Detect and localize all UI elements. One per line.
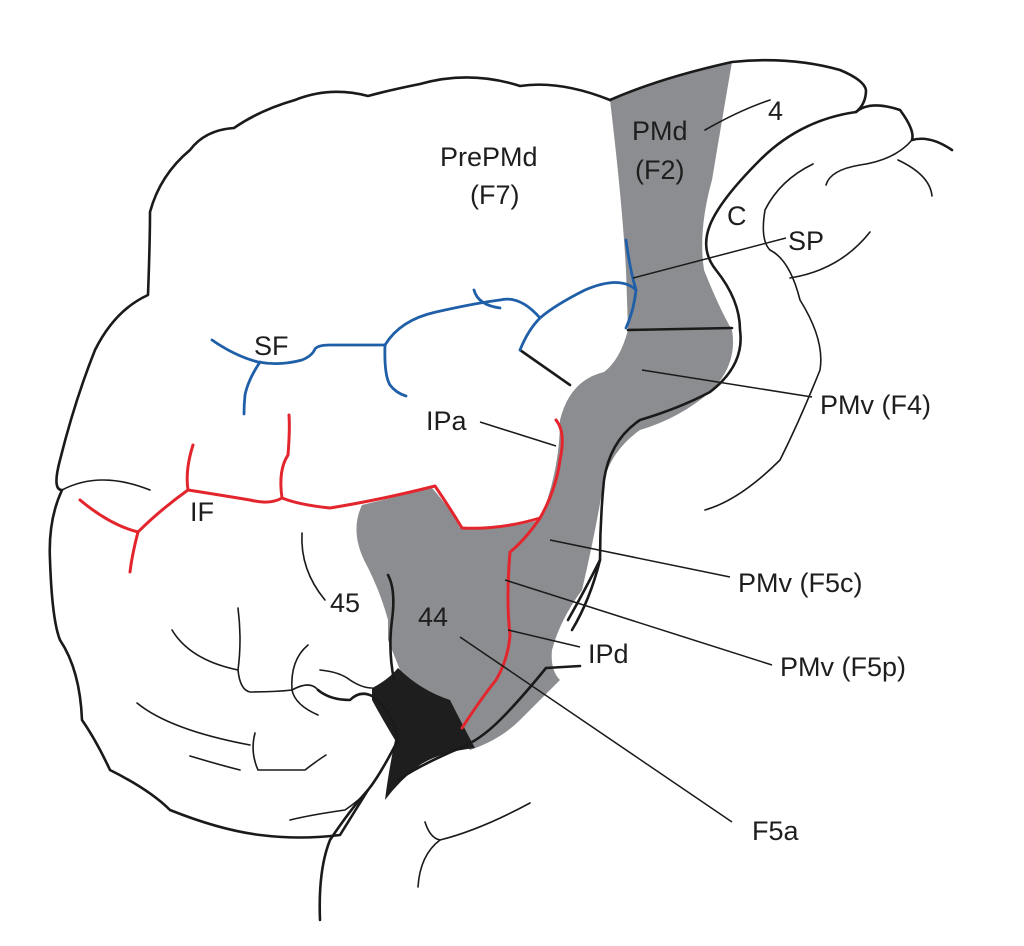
arcuate-connector: [518, 348, 572, 387]
sf-branch-4: [518, 316, 542, 352]
label-pmd: PMd: [632, 116, 688, 146]
if-branch-3: [279, 413, 291, 500]
region-black-junction: [372, 668, 475, 800]
arcuate-spur-line: [626, 326, 734, 332]
label-ipd: IPd: [588, 639, 629, 669]
posterior-gyrus-3: [897, 159, 933, 197]
leader-pmv-f4: [641, 369, 813, 398]
label-area-4: 4: [768, 96, 783, 126]
label-prepmd-f7: (F7): [470, 180, 520, 210]
leader-ipd: [507, 629, 581, 648]
central-sulcus[interactable]: [566, 110, 858, 622]
ipd-spur: [544, 664, 582, 670]
posterior-gyrus-1: [854, 104, 954, 152]
sf-branch-3: [472, 288, 502, 310]
sulcus-ventral-7: [189, 755, 241, 771]
sf-branch-5: [624, 238, 638, 292]
label-f5a: F5a: [752, 816, 800, 846]
sulcus-45: [301, 532, 326, 601]
leader-f5a: [459, 636, 733, 823]
label-pmv-f5p: PMv (F5p): [780, 652, 906, 682]
label-if: IF: [190, 497, 214, 527]
label-prepmd: PrePMd: [440, 142, 538, 172]
if-branch-1: [78, 498, 140, 574]
brain-outline-top-motor: [608, 58, 868, 114]
leader-pmv-f5c: [549, 539, 731, 578]
label-pmd-f2: (F2): [635, 155, 685, 185]
label-ipa: IPa: [426, 406, 468, 436]
brain-outline-dorsal: [48, 76, 612, 839]
ventral-boundary: [396, 666, 548, 782]
label-sp: SP: [788, 226, 824, 256]
superior-frontal-sulcus[interactable]: [210, 281, 638, 365]
posterior-gyrus-2: [825, 139, 913, 186]
temporal-sulcus: [424, 802, 531, 841]
sulcus-ventral-5: [136, 702, 251, 746]
sf-branch-1: [242, 360, 262, 416]
temporal-lobe-outline: [289, 789, 369, 821]
sulcus-ventral-1: [171, 629, 239, 671]
area44-posterior-boundary: [386, 573, 396, 682]
posterior-gyrus-6: [704, 99, 771, 131]
label-pmv-f4: PMv (F4): [820, 390, 931, 420]
label-central-sulcus: C: [727, 201, 747, 231]
leader-pmv-f5p: [504, 579, 773, 666]
posterior-gyrus-5: [789, 231, 871, 279]
arcuate-lower-boundary: [570, 558, 602, 632]
leader-sp: [632, 237, 787, 279]
label-sf: SF: [254, 331, 289, 361]
frontal-pole-boundary: [61, 479, 151, 491]
sf-branch-2: [383, 343, 408, 398]
ipd-branch: [460, 516, 542, 730]
sulcus-ventral-4: [319, 669, 373, 689]
label-pmv-f5c: PMv (F5c): [738, 568, 863, 598]
leader-ipa: [479, 421, 557, 447]
label-area-44: 44: [418, 602, 448, 632]
posterior-gyrus-4: [704, 163, 822, 511]
region-pmv: [356, 330, 734, 750]
sulcus-ventral-3: [291, 644, 319, 716]
if-branch-2: [185, 443, 195, 492]
label-area-45: 45: [330, 588, 360, 618]
brain-outline[interactable]: [316, 688, 400, 922]
region-pmd-f2: [610, 62, 732, 330]
temporal-sulcus-2: [417, 839, 441, 888]
inferior-frontal-sulcus[interactable]: [136, 418, 564, 534]
sulcus-ventral-6: [252, 732, 327, 771]
sulcus-ventral-2: [237, 607, 319, 693]
